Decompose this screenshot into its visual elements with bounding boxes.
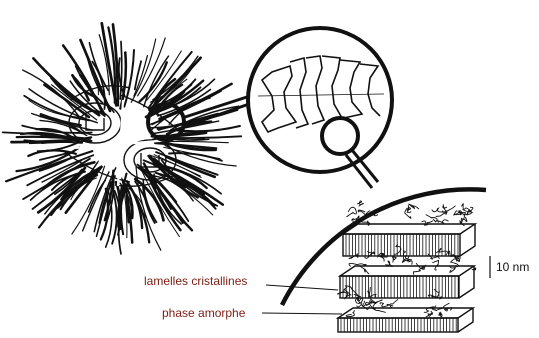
label-amorphous-phase: phase amorphe [162,307,245,319]
chain-squiggle [365,252,375,259]
radiating-fibrils [3,23,242,254]
chain-squiggle [347,207,357,216]
chain-squiggle [432,208,446,212]
chain-squiggle [439,312,442,317]
label-crystalline-lamellae: lamelles cristallines [144,275,247,287]
chain-squiggle [437,220,449,223]
chain-squiggle [359,266,369,275]
chain-squiggle [368,287,371,297]
chain-squiggle [432,260,438,270]
fibril-stroke [41,136,67,137]
fibril-stroke [161,141,228,142]
chain-squiggle [426,215,437,222]
amorphous-leader-line [262,313,342,314]
fibril-stroke [120,42,122,100]
chain-squiggle [443,205,456,211]
chain-squiggle [380,303,393,307]
amorphous-chains [337,201,475,317]
chain-squiggle [424,306,436,313]
chain-squiggle [388,299,398,308]
spherulite-drawing [3,23,242,254]
fibril-stroke [42,142,81,143]
scale-bar-label: 10 nm [496,261,529,273]
chain-squiggle [407,207,411,212]
crystalline-leader-line [266,285,338,290]
chain-squiggle [357,201,363,207]
chain-squiggle [450,266,456,273]
